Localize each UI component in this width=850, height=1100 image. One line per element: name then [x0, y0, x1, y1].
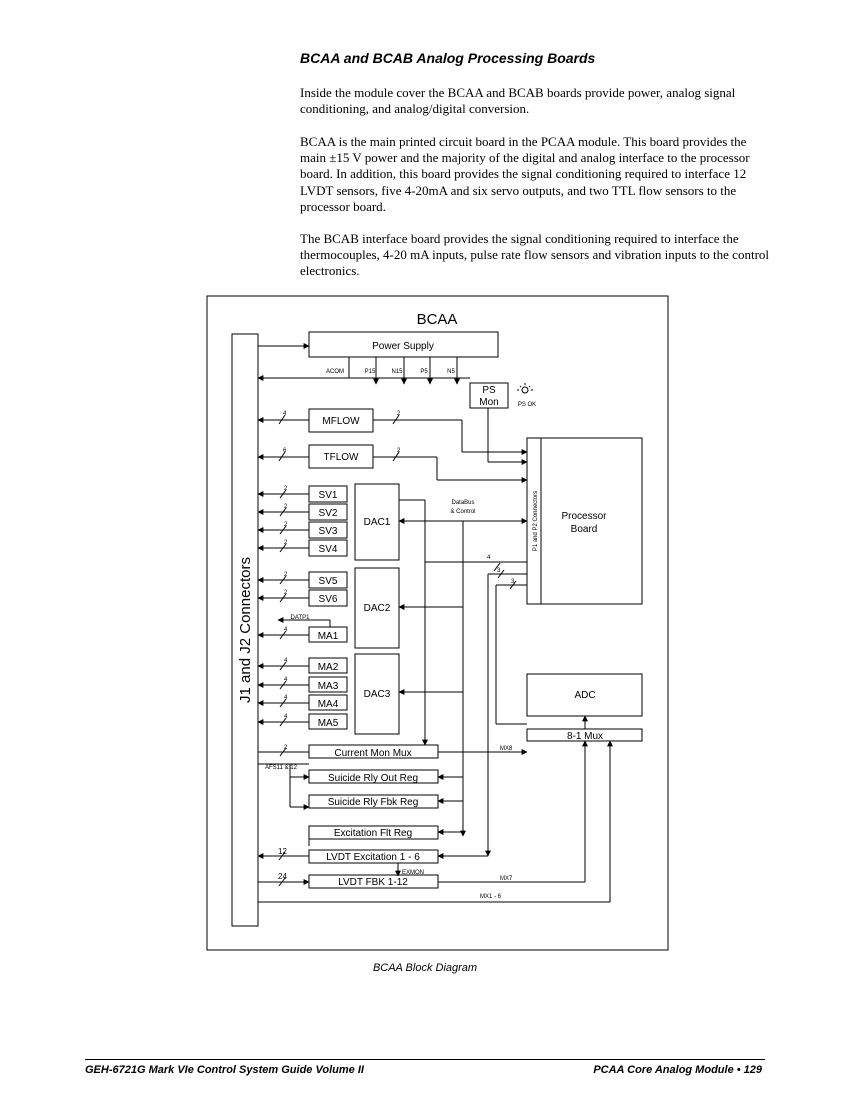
- ps-ok-label: PS OK: [518, 402, 536, 408]
- sv6-width: 2: [284, 590, 288, 596]
- sv5-width: 2: [284, 572, 288, 578]
- suicide-out-label: Suicide Rly Out Reg: [328, 773, 418, 784]
- dac1-label: DAC1: [364, 517, 391, 528]
- mflow-label: MFLOW: [322, 416, 360, 427]
- suicide-fbk-label: Suicide Rly Fbk Reg: [328, 797, 419, 808]
- rail-p5: P5: [420, 369, 428, 375]
- sv2-width: 2: [284, 504, 288, 510]
- rail-p15: P15: [365, 369, 376, 375]
- rail-n15: N15: [391, 369, 403, 375]
- databus-line1: DataBus: [451, 500, 474, 506]
- sv1-label: SV1: [319, 490, 338, 501]
- ps-mon-line1: PS: [482, 385, 496, 396]
- paragraph-bcaa: BCAA is the main printed circuit board i…: [300, 134, 750, 214]
- ps-mon-line2: Mon: [479, 397, 498, 408]
- ma5-label: MA5: [318, 718, 339, 729]
- bus-width-3b: 3: [511, 579, 515, 585]
- afs-label: AFS11 & 12: [265, 765, 298, 771]
- ma1-width: 4: [284, 627, 288, 633]
- mx1-6-label: MX1 - 6: [480, 894, 502, 900]
- dac3-box: [354, 653, 400, 735]
- adc-label: ADC: [574, 690, 595, 701]
- sv2-label: SV2: [319, 508, 338, 519]
- connector-label: J1 and J2 Connectors: [237, 557, 254, 703]
- sv3-width: 2: [284, 522, 288, 528]
- diagram-frame: [206, 295, 669, 951]
- dac3-label: DAC3: [364, 689, 391, 700]
- ma1-label: MA1: [318, 631, 339, 642]
- p-connectors-label: P1 and P2 Connectors: [533, 491, 539, 551]
- figure-caption: BCAA Block Diagram: [372, 962, 478, 974]
- ma3-label: MA3: [318, 681, 339, 692]
- power-supply-box: [308, 331, 499, 358]
- current-mon-mux-label: Current Mon Mux: [334, 748, 411, 759]
- tflow-out-width: 2: [397, 448, 401, 454]
- processor-line1: Processor: [561, 511, 607, 522]
- ps-mon-box: [469, 382, 509, 409]
- mux-label: 8-1 Mux: [567, 731, 603, 742]
- sv4-width: 2: [284, 540, 288, 546]
- diagram-title: BCAA: [417, 311, 458, 328]
- sv5-label: SV5: [319, 576, 338, 587]
- tflow-label: TFLOW: [324, 452, 360, 463]
- sv3-label: SV3: [319, 526, 338, 537]
- ma5-width: 4: [284, 714, 288, 720]
- lvdt-exc-width: 12: [278, 847, 287, 856]
- adc-box: [526, 673, 643, 717]
- section-heading: BCAA and BCAB Analog Processing Boards: [300, 50, 596, 66]
- ma3-width: 4: [284, 677, 288, 683]
- ma4-width: 4: [284, 695, 288, 701]
- lvdt-fbk-width: 24: [278, 872, 287, 881]
- mx7-label: MX7: [500, 876, 513, 882]
- footer-doc-title: GEH-6721G Mark VIe Control System Guide …: [85, 1064, 364, 1076]
- dac1-box: [354, 483, 400, 561]
- tflow-in-width: 6: [283, 448, 287, 454]
- power-supply-label: Power Supply: [372, 341, 434, 352]
- footer-rule: [85, 1059, 765, 1060]
- processor-board-box: [526, 437, 643, 605]
- bus-width-3a: 3: [497, 568, 501, 574]
- databus-line2: & Control: [450, 509, 475, 515]
- exmon-label: EXMON: [402, 870, 424, 876]
- lvdt-fbk-label: LVDT FBK 1-12: [338, 877, 408, 888]
- sv6-label: SV6: [319, 594, 338, 605]
- datp1-label: DATP1: [291, 615, 311, 621]
- excitation-flt-label: Excitation Flt Reg: [334, 828, 412, 839]
- mflow-out-width: 2: [397, 411, 401, 417]
- paragraph-bcab: The BCAB interface board provides the si…: [300, 231, 770, 279]
- bus-width-4: 4: [487, 555, 491, 561]
- sv1-width: 2: [284, 486, 288, 492]
- ma4-label: MA4: [318, 699, 339, 710]
- mx8-label: MX8: [500, 746, 513, 752]
- mflow-in-width: 4: [283, 411, 287, 417]
- afs-width: 2: [284, 745, 288, 751]
- processor-line2: Board: [571, 524, 598, 535]
- ma2-width: 4: [284, 658, 288, 664]
- footer-page-number: PCAA Core Analog Module • 129: [593, 1064, 762, 1076]
- lvdt-exc-label: LVDT Excitation 1 - 6: [326, 852, 420, 863]
- connector-bar: [231, 333, 259, 927]
- ma2-label: MA2: [318, 662, 339, 673]
- rail-acom: ACOM: [326, 369, 344, 375]
- rail-n5: N5: [447, 369, 455, 375]
- dac2-label: DAC2: [364, 603, 391, 614]
- sv4-label: SV4: [319, 544, 338, 555]
- paragraph-intro: Inside the module cover the BCAA and BCA…: [300, 85, 736, 117]
